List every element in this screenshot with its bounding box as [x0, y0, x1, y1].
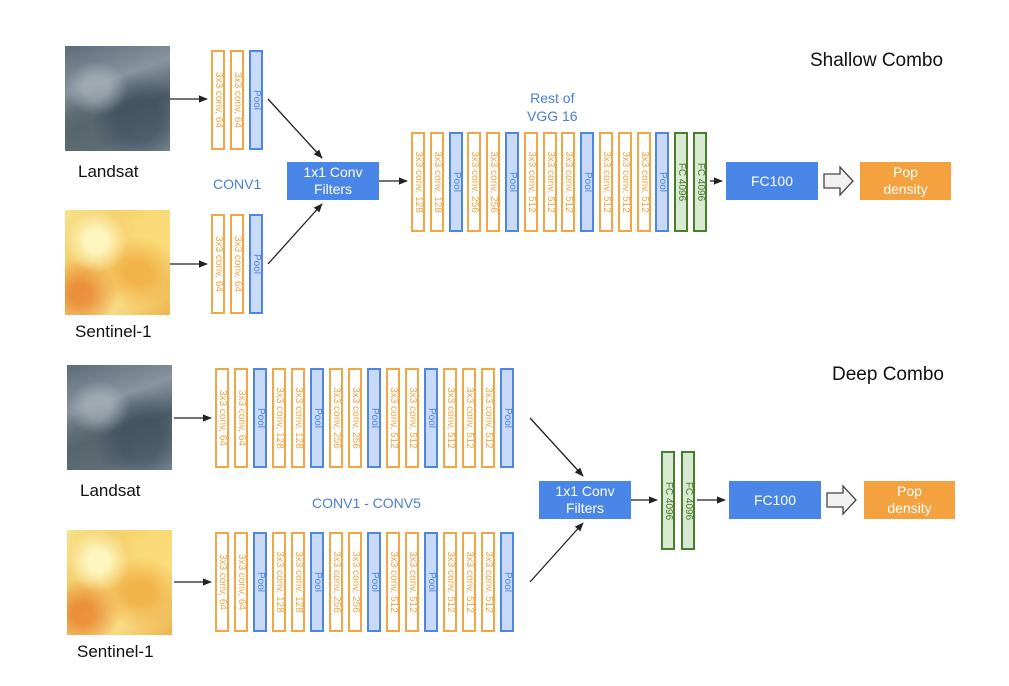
- layer-3x3-conv-512: 3x3 conv, 512: [405, 368, 419, 468]
- hollow-arrow-shallow: [823, 165, 854, 197]
- layer-3x3-conv-512: 3x3 conv, 512: [443, 532, 457, 632]
- layer-3x3-conv-64: 3x3 conv, 64: [215, 368, 229, 468]
- shallow-fc100-box: FC100: [726, 162, 818, 200]
- layer-3x3-conv-64: 3x3 conv, 64: [211, 214, 225, 314]
- shallow-1x1-conv-line2: Filters: [313, 181, 353, 197]
- layer-pool: Pool: [249, 50, 263, 150]
- layer-3x3-conv-128: 3x3 conv, 128: [291, 532, 305, 632]
- layer-pool: Pool: [424, 532, 438, 632]
- shallow-pop-density-box: Pop density: [860, 162, 951, 200]
- layer-fc-4096: FC 4096: [674, 132, 689, 232]
- shallow-pop-line2: density: [883, 181, 928, 197]
- layer-3x3-conv-512: 3x3 conv, 512: [481, 532, 495, 632]
- layer-3x3-conv-64: 3x3 conv, 64: [211, 50, 225, 150]
- layer-3x3-conv-256: 3x3 conv, 256: [348, 368, 362, 468]
- layer-3x3-conv-256: 3x3 conv, 256: [348, 532, 362, 632]
- layer-fc-4096: FC 4096: [693, 132, 707, 232]
- layer-3x3-conv-64: 3x3 conv, 64: [230, 214, 244, 314]
- layer-3x3-conv-512: 3x3 conv, 512: [443, 368, 457, 468]
- layer-3x3-conv-512: 3x3 conv, 512: [462, 532, 476, 632]
- layer-pool: Pool: [500, 368, 514, 468]
- layer-fc-4096: FC 4096: [681, 451, 695, 550]
- sentinel-image-deep: [67, 530, 172, 635]
- layer-3x3-conv-128: 3x3 conv, 128: [272, 368, 286, 468]
- deep-combo-title: Deep Combo: [832, 364, 944, 385]
- layer-3x3-conv-128: 3x3 conv, 128: [429, 132, 444, 232]
- layer-3x3-conv-64: 3x3 conv, 64: [234, 368, 248, 468]
- layer-pool: Pool: [249, 214, 263, 314]
- arrow-deep-bottom-to-merge: [529, 522, 584, 583]
- sentinel-label-shallow: Sentinel-1: [75, 322, 152, 341]
- layer-3x3-conv-64: 3x3 conv, 64: [230, 50, 244, 150]
- layer-pool: Pool: [424, 368, 438, 468]
- arrow-deep-top-to-merge: [529, 417, 584, 477]
- conv1-label: CONV1: [213, 176, 262, 192]
- layer-3x3-conv-128: 3x3 conv, 128: [272, 532, 286, 632]
- layer-3x3-conv-256: 3x3 conv, 256: [467, 132, 482, 232]
- layer-3x3-conv-256: 3x3 conv, 256: [486, 132, 501, 232]
- layer-3x3-conv-64: 3x3 conv, 64: [234, 532, 248, 632]
- layer-3x3-conv-512: 3x3 conv, 512: [523, 132, 538, 232]
- deep-1x1-conv-line2: Filters: [565, 500, 605, 516]
- layer-3x3-conv-512: 3x3 conv, 512: [386, 368, 400, 468]
- arrow-landsat-branch-to-merge: [267, 98, 323, 159]
- deep-fc100-box: FC100: [729, 481, 821, 519]
- deep-1x1-conv-box: 1x1 Conv Filters: [539, 481, 631, 519]
- layer-3x3-conv-512: 3x3 conv, 512: [542, 132, 557, 232]
- landsat-label-shallow: Landsat: [78, 162, 139, 181]
- rest-of-vgg-line2: VGG 16: [527, 108, 578, 124]
- conv1-conv5-label: CONV1 - CONV5: [312, 495, 421, 511]
- layer-pool: Pool: [367, 368, 381, 468]
- deep-1x1-conv-line1: 1x1 Conv: [555, 483, 615, 499]
- shallow-combo-title: Shallow Combo: [810, 50, 944, 71]
- layer-pool: Pool: [580, 132, 595, 232]
- layer-3x3-conv-512: 3x3 conv, 512: [599, 132, 613, 232]
- landsat-label-deep: Landsat: [80, 481, 141, 500]
- layer-fc-4096: FC 4096: [661, 451, 675, 550]
- shallow-1x1-conv-line1: 1x1 Conv: [303, 164, 363, 180]
- layer-pool: Pool: [253, 532, 267, 632]
- layer-3x3-conv-512: 3x3 conv, 512: [386, 532, 400, 632]
- layer-3x3-conv-512: 3x3 conv, 512: [462, 368, 476, 468]
- layer-pool: Pool: [448, 132, 463, 232]
- deep-pop-line2: density: [887, 500, 932, 516]
- deep-pop-density-box: Pop density: [864, 481, 955, 519]
- layer-pool: Pool: [310, 532, 324, 632]
- layer-pool: Pool: [500, 532, 514, 632]
- shallow-pop-line1: Pop: [893, 164, 918, 180]
- landsat-image-deep: [67, 365, 172, 470]
- layer-3x3-conv-256: 3x3 conv, 256: [329, 368, 343, 468]
- landsat-image-shallow: [65, 46, 170, 151]
- deep-pop-line1: Pop: [897, 483, 922, 499]
- layer-3x3-conv-64: 3x3 conv, 64: [215, 532, 229, 632]
- arrow-sentinel-branch-to-merge: [267, 203, 323, 265]
- layer-3x3-conv-256: 3x3 conv, 256: [329, 532, 343, 632]
- rest-of-vgg-label: Rest of VGG 16: [527, 89, 578, 125]
- rest-of-vgg-line1: Rest of: [530, 90, 575, 106]
- layer-pool: Pool: [310, 368, 324, 468]
- layer-pool: Pool: [505, 132, 519, 232]
- layer-3x3-conv-128: 3x3 conv, 128: [291, 368, 305, 468]
- hollow-arrow-deep: [826, 484, 857, 516]
- layer-3x3-conv-512: 3x3 conv, 512: [636, 132, 651, 232]
- layer-3x3-conv-512: 3x3 conv, 512: [481, 368, 495, 468]
- layer-3x3-conv-512: 3x3 conv, 512: [561, 132, 576, 232]
- layer-pool: Pool: [655, 132, 670, 232]
- sentinel-label-deep: Sentinel-1: [77, 642, 154, 661]
- shallow-1x1-conv-box: 1x1 Conv Filters: [287, 162, 379, 200]
- sentinel-image-shallow: [65, 210, 170, 315]
- layer-3x3-conv-128: 3x3 conv, 128: [411, 132, 425, 232]
- layer-pool: Pool: [367, 532, 381, 632]
- layer-3x3-conv-512: 3x3 conv, 512: [617, 132, 632, 232]
- layer-pool: Pool: [253, 368, 267, 468]
- layer-3x3-conv-512: 3x3 conv, 512: [405, 532, 419, 632]
